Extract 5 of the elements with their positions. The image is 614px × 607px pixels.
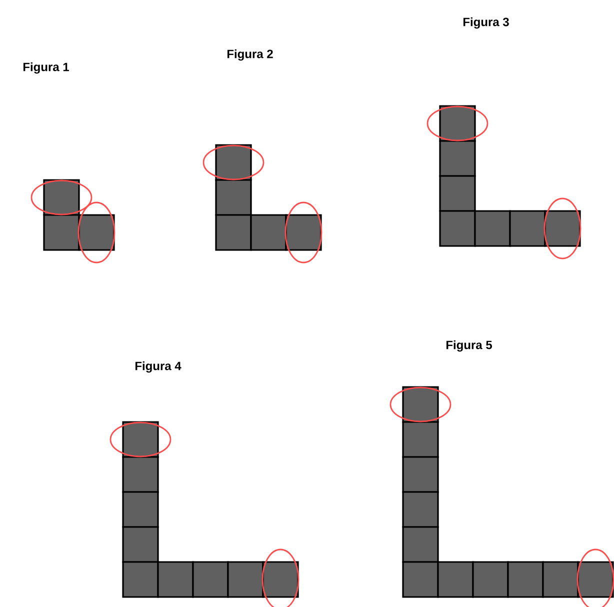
figure-title: Figura 2 [227,49,273,61]
figure-title: Figura 1 [23,62,69,74]
figure-title: Figura 4 [135,361,182,373]
figure-title: Figura 3 [463,17,509,29]
figure-title: Figura 5 [446,340,492,352]
